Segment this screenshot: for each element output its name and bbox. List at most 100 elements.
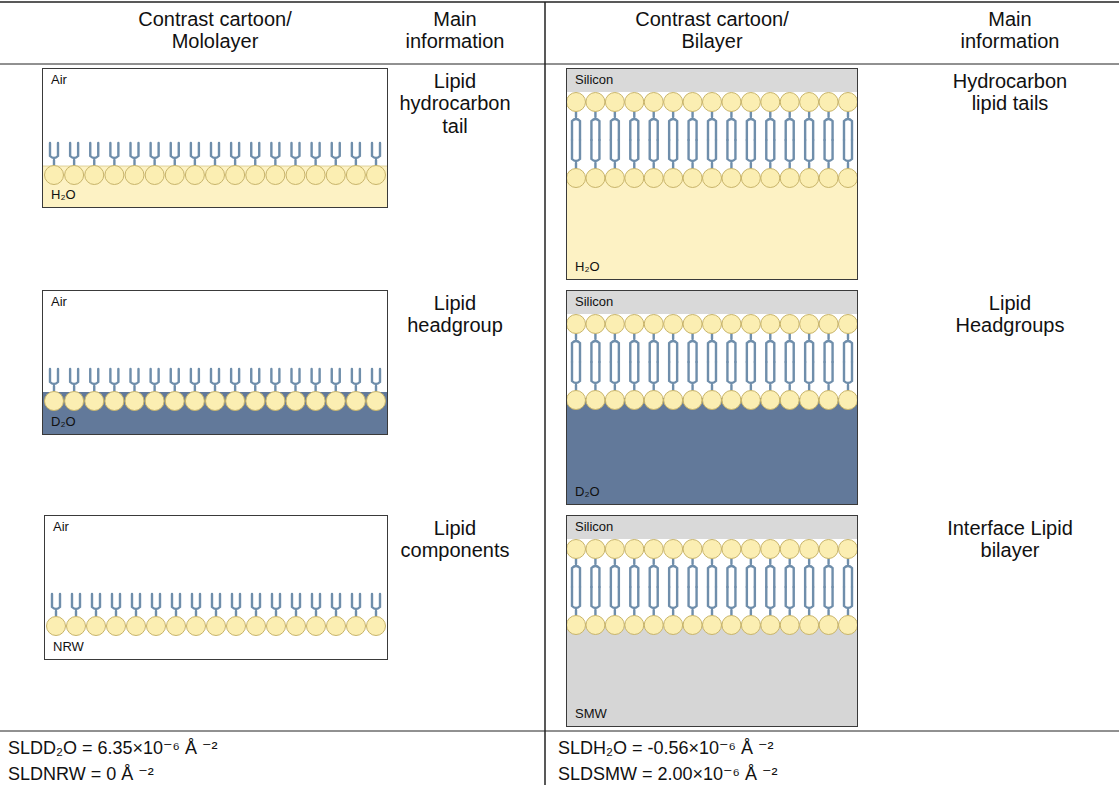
table-cell: Lipid hydrocarbon tail — [391, 70, 519, 137]
lipid-headgroup — [839, 93, 858, 112]
lipid-tail — [271, 143, 279, 165]
lipid-headgroup — [346, 166, 365, 185]
table-cell: Lipid components — [391, 517, 519, 562]
lipid-headgroup — [800, 169, 819, 188]
lipid-headgroup — [567, 93, 586, 112]
lipid-headgroup — [367, 617, 386, 636]
lipid-tail — [689, 587, 697, 615]
lipid-headgroup — [722, 169, 741, 188]
lipid-headgroup — [644, 616, 663, 635]
lipid-tail — [669, 334, 677, 362]
lipid-headgroup — [625, 93, 644, 112]
lipid-tail — [611, 587, 619, 615]
lipid-headgroup — [683, 169, 702, 188]
lipid-tail — [151, 369, 159, 391]
lipid-tail — [171, 369, 179, 391]
cartoon-art — [42, 68, 388, 208]
lipid-headgroup — [165, 392, 184, 411]
lipid-tail — [131, 369, 139, 391]
lipid-tail — [630, 587, 638, 615]
lipid-headgroup — [683, 315, 702, 334]
lipid-headgroup — [625, 169, 644, 188]
lipid-headgroup — [605, 391, 624, 410]
lipid-tail — [689, 140, 697, 168]
lipid-headgroup — [125, 166, 144, 185]
lipid-headgroup — [819, 315, 838, 334]
table-cell: Interface Lipid bilayer — [946, 517, 1074, 562]
cartoon-art — [42, 290, 388, 435]
lipid-headgroup — [722, 93, 741, 112]
lipid-headgroup — [761, 391, 780, 410]
lipid-headgroup — [127, 617, 146, 636]
lipid-tail — [131, 143, 139, 165]
bilayer-cartoon: SiliconD₂O — [566, 290, 858, 505]
silicon-substrate — [566, 290, 858, 314]
lipid-headgroup — [800, 391, 819, 410]
lipid-headgroup — [683, 93, 702, 112]
lipid-tail — [766, 140, 774, 168]
air-region — [566, 68, 858, 280]
lipid-tail — [572, 112, 580, 140]
lipid-tail — [747, 112, 755, 140]
monolayer-cartoon: AirH₂O — [42, 68, 388, 208]
lipid-tail — [708, 587, 716, 615]
lipid-tail — [630, 559, 638, 587]
medium-label: Silicon — [575, 519, 849, 535]
lipid-tail — [191, 369, 199, 391]
lipid-headgroup — [664, 540, 683, 559]
lipid-headgroup — [246, 392, 265, 411]
lipid-tail — [231, 369, 239, 391]
lipid-tail — [727, 362, 735, 390]
lipid-tail — [727, 112, 735, 140]
lipid-tail — [766, 362, 774, 390]
air-region — [566, 515, 858, 727]
lipid-tail — [611, 112, 619, 140]
lipid-headgroup — [567, 169, 586, 188]
lipid-tail — [689, 112, 697, 140]
sld-value: SLDH₂O = -0.56×10⁻⁶ Å ⁻² — [558, 738, 774, 758]
air-region — [44, 515, 388, 660]
lipid-headgroup — [839, 391, 858, 410]
lipid-headgroup — [644, 391, 663, 410]
lipid-headgroup — [722, 315, 741, 334]
lipid-headgroup — [85, 392, 104, 411]
lipid-tail — [708, 559, 716, 587]
lipid-headgroup — [819, 540, 838, 559]
lipid-tail — [689, 334, 697, 362]
lipid-headgroup — [567, 315, 586, 334]
lipid-tail — [252, 594, 260, 616]
lipid-tail — [152, 594, 160, 616]
lipid-headgroup — [780, 616, 799, 635]
lipid-tail — [844, 140, 852, 168]
lipid-headgroup — [306, 392, 325, 411]
lipid-tail — [172, 594, 180, 616]
lipid-tail — [352, 143, 360, 165]
lipid-tail — [372, 369, 380, 391]
lipid-headgroup — [47, 617, 66, 636]
lipid-headgroup — [586, 391, 605, 410]
lipid-headgroup — [347, 617, 366, 636]
lipid-tail — [312, 594, 320, 616]
lipid-headgroup — [683, 391, 702, 410]
lipid-tail — [72, 594, 80, 616]
lipid-tail — [611, 362, 619, 390]
lipid-headgroup — [819, 616, 838, 635]
sld-value: SLDNRW = 0 Å ⁻² — [8, 764, 154, 784]
lipid-tail — [611, 140, 619, 168]
lipid-headgroup — [722, 391, 741, 410]
lipid-headgroup — [226, 392, 245, 411]
lipid-headgroup — [105, 392, 124, 411]
lipid-tail — [332, 369, 340, 391]
lipid-headgroup — [105, 166, 124, 185]
lipid-headgroup — [107, 617, 126, 636]
lipid-tail — [669, 559, 677, 587]
lipid-headgroup — [125, 392, 144, 411]
lipid-headgroup — [586, 315, 605, 334]
lipid-tail — [591, 559, 599, 587]
lipid-headgroup — [761, 169, 780, 188]
lipid-headgroup — [664, 616, 683, 635]
lipid-tail — [572, 362, 580, 390]
lipid-tail — [786, 559, 794, 587]
lipid-headgroup — [839, 540, 858, 559]
lipid-headgroup — [45, 392, 64, 411]
